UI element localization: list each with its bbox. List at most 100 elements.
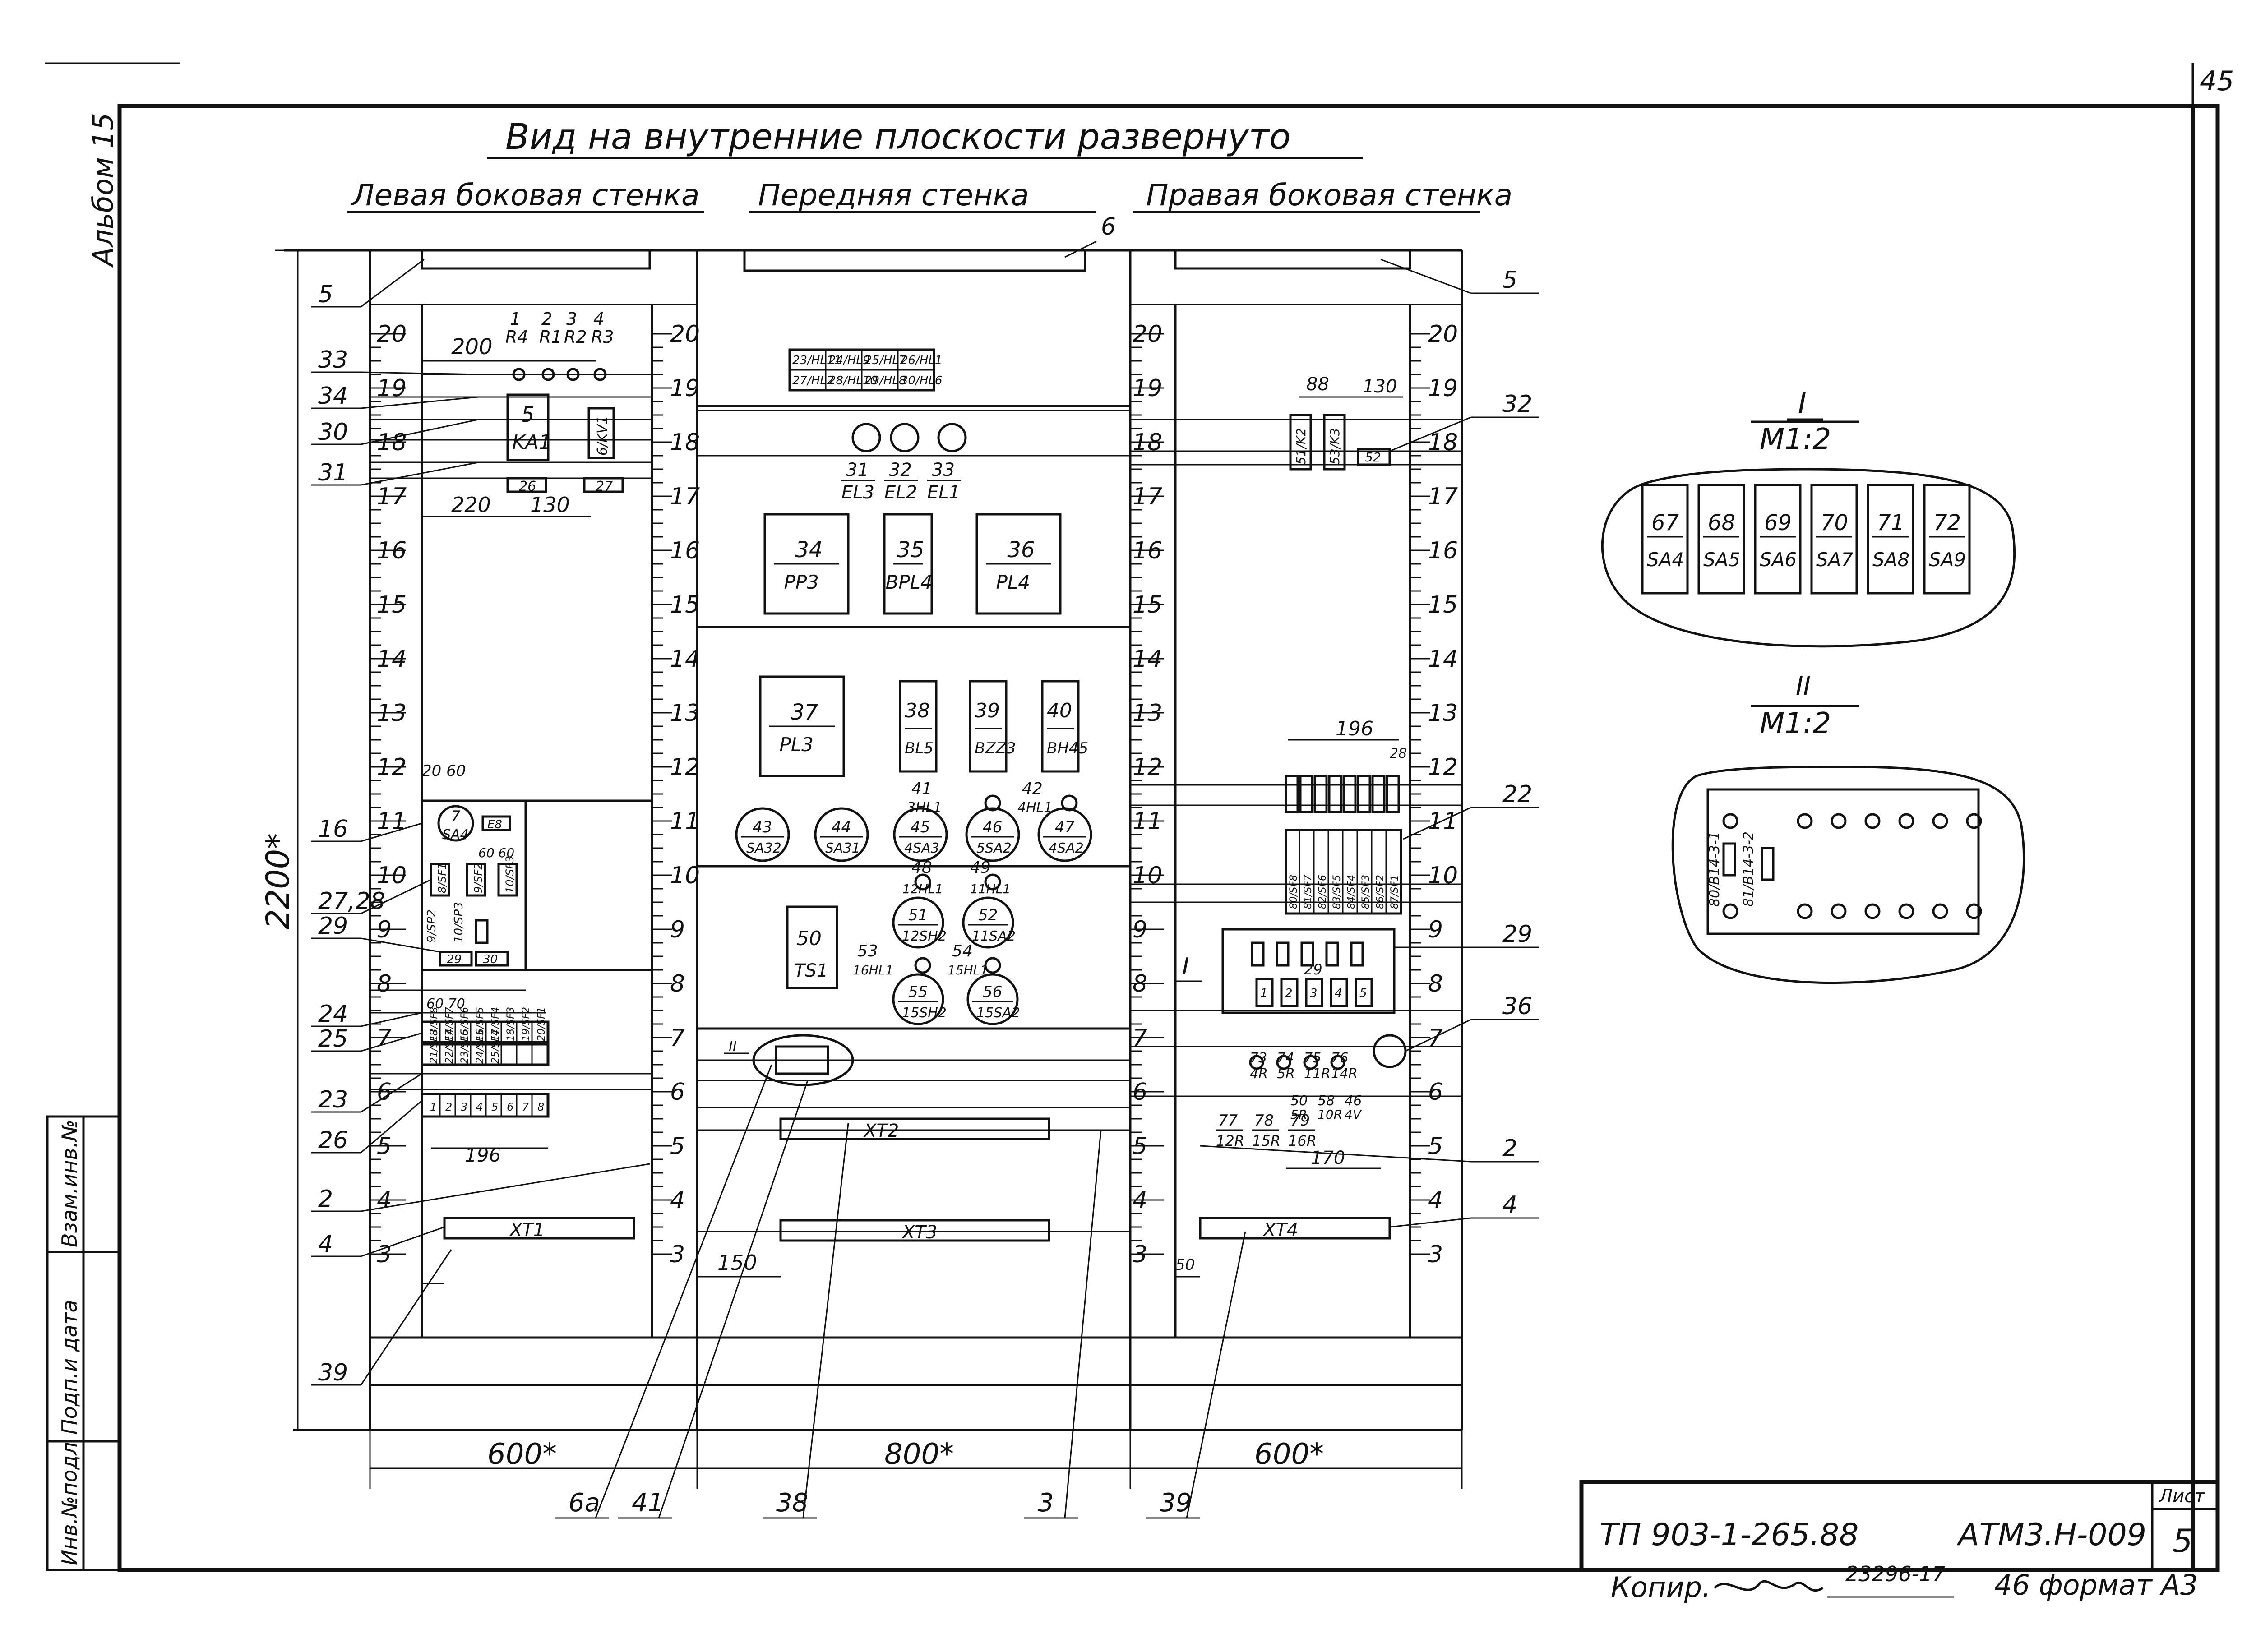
scale-left-19: 19 bbox=[377, 375, 407, 402]
r3-num-1: 78 bbox=[1254, 1112, 1274, 1130]
album-label: Альбом 15 bbox=[87, 113, 120, 268]
box-e8-label: E8 bbox=[487, 818, 502, 831]
xt3-label: XT3 bbox=[901, 1222, 937, 1243]
b29-bot-3 bbox=[1305, 978, 1323, 1007]
sf-bot-0: 1 bbox=[430, 1101, 437, 1113]
callout-leader bbox=[361, 419, 479, 445]
r-name-0: 4R bbox=[1250, 1066, 1268, 1082]
hl-41: 41 bbox=[911, 780, 932, 798]
sm-1: 8/SF1 bbox=[436, 863, 448, 893]
callout-leader bbox=[1389, 1217, 1471, 1228]
hl-r2-2: 29/HL8 bbox=[864, 374, 906, 388]
sheet-number: 45 bbox=[2200, 65, 2234, 97]
scale-right-in-15: 15 bbox=[1133, 591, 1162, 618]
dim-width-right: 600* bbox=[1254, 1438, 1324, 1471]
el-num-2: 33 bbox=[932, 460, 955, 480]
scale-right-in-18: 18 bbox=[1133, 429, 1162, 456]
sheet-frame bbox=[45, 62, 2220, 1572]
scale-left-17: 17 bbox=[377, 483, 407, 510]
pin bbox=[1831, 813, 1847, 829]
sf-top-4: 17/SF4 bbox=[490, 1007, 501, 1041]
ts-name: TS1 bbox=[794, 960, 828, 981]
callout-right-29: 29 bbox=[1502, 921, 1532, 948]
r-num-3: 76 bbox=[1331, 1050, 1348, 1066]
b29-num-2: 2 bbox=[1285, 987, 1293, 1000]
callout-leader bbox=[1186, 1231, 1246, 1518]
r3-name-1: 15R bbox=[1252, 1132, 1281, 1149]
r26-label: 26 bbox=[519, 479, 536, 494]
sf-right-cell bbox=[1299, 775, 1313, 813]
block-num-34: 34 bbox=[795, 537, 823, 563]
r-circ bbox=[1249, 1055, 1264, 1070]
block-num-36: 36 bbox=[1008, 537, 1035, 563]
sf-mid-3: 24/SF5 bbox=[475, 1029, 486, 1064]
r29-lbl: 29 bbox=[447, 953, 462, 966]
callout-right-32: 32 bbox=[1502, 391, 1532, 418]
hl-42: 42 bbox=[1022, 780, 1043, 798]
pin bbox=[1722, 813, 1738, 829]
callout-left-4: 4 bbox=[318, 1231, 333, 1258]
sf-top-5: 18/SF3 bbox=[505, 1007, 517, 1041]
r-circ bbox=[1276, 1055, 1291, 1070]
switch-name-45: 4SA3 bbox=[904, 840, 939, 856]
switch-56 bbox=[966, 973, 1019, 1025]
scale-left-3: 3 bbox=[377, 1241, 392, 1268]
callout-bottom-3: 3 bbox=[1038, 1488, 1054, 1518]
sw7-name: SA4 bbox=[442, 827, 469, 843]
ts-num: 50 bbox=[796, 927, 822, 950]
callout-bottom-41: 41 bbox=[632, 1488, 664, 1518]
scale-left-15: 15 bbox=[377, 591, 407, 618]
callout-leader bbox=[361, 879, 431, 914]
control-module bbox=[421, 799, 653, 971]
sf-right-4: 84/SF4 bbox=[1346, 875, 1357, 909]
kv-label: 6/KV1 bbox=[595, 416, 610, 456]
r3-name-2: 16R bbox=[1288, 1132, 1317, 1149]
detail-switch-67 bbox=[1641, 484, 1689, 595]
scale-right-10: 10 bbox=[1428, 862, 1458, 889]
sf-right-cell bbox=[1313, 775, 1328, 813]
scale-right-in-5: 5 bbox=[1133, 1133, 1147, 1160]
copyist-signature bbox=[1714, 1580, 1824, 1592]
callout-bottom-39: 39 bbox=[1160, 1488, 1192, 1518]
small-block-39 bbox=[969, 680, 1008, 773]
block-num-37: 37 bbox=[791, 700, 819, 725]
r3-num-2: 79 bbox=[1290, 1112, 1310, 1130]
doc-code: ТП 903-1-265.88 bbox=[1600, 1517, 1858, 1553]
scale-mid-4: 4 bbox=[670, 1187, 685, 1214]
el-num-0: 31 bbox=[846, 460, 869, 480]
sf-top-7: 20/SF1 bbox=[536, 1007, 547, 1041]
hl-r1-0: 23/HL11 bbox=[792, 354, 841, 367]
sf-mid-4: 25/SF4 bbox=[490, 1029, 501, 1064]
scale-right-19: 19 bbox=[1428, 375, 1458, 402]
pin bbox=[1966, 813, 1982, 829]
scale-right-in-12: 12 bbox=[1133, 754, 1162, 781]
callout-left-2: 2 bbox=[318, 1186, 333, 1213]
r2-num-0: 50 bbox=[1290, 1093, 1308, 1109]
callout-bottom-38: 38 bbox=[776, 1488, 808, 1518]
hl-r1-2: 25/HL7 bbox=[864, 354, 906, 367]
r3-16hl1: 16HL1 bbox=[853, 963, 893, 978]
r2-name-2: 4V bbox=[1345, 1107, 1362, 1122]
hl-r2-3: 30/HL6 bbox=[901, 374, 942, 388]
scale-right-in-3: 3 bbox=[1133, 1241, 1147, 1268]
switch-name-56: 15SA2 bbox=[976, 1005, 1020, 1021]
k-52: 52 bbox=[1365, 450, 1381, 465]
r-9-10-a: 9/SP2 bbox=[425, 909, 439, 943]
scale-right-17: 17 bbox=[1428, 483, 1458, 510]
small-name-40: BH45 bbox=[1047, 739, 1088, 757]
el-name-1: EL2 bbox=[884, 482, 917, 503]
sf-right-cell bbox=[1328, 775, 1342, 813]
switch-name-46: 5SA2 bbox=[976, 840, 1012, 856]
callout-left-33: 33 bbox=[318, 346, 348, 374]
r27-label: 27 bbox=[596, 479, 613, 494]
sf-right-3: 83/SF5 bbox=[1331, 875, 1343, 909]
dim-width-front: 800* bbox=[884, 1438, 954, 1471]
el-name-2: EL1 bbox=[927, 482, 960, 503]
box-e8 bbox=[481, 815, 511, 831]
ii-label-2: 81/B14-3-2 bbox=[1741, 831, 1757, 907]
callout-left-24: 24 bbox=[318, 1001, 348, 1028]
front-wall: 23/HL1124/HL925/HL726/HL127/HL228/HL1029… bbox=[697, 348, 1130, 1278]
